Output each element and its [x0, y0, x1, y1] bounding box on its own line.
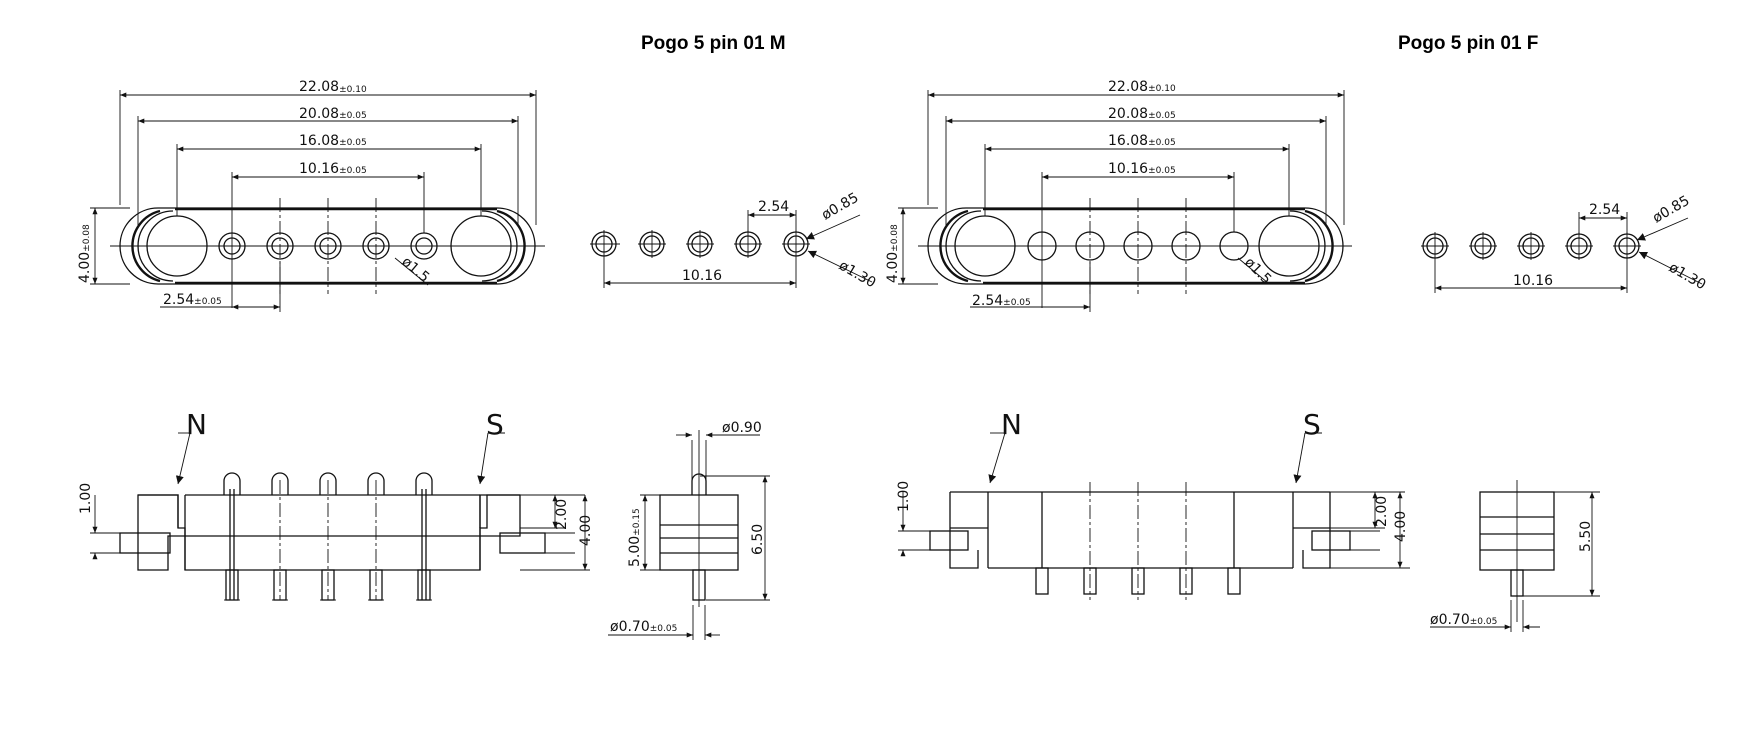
- svg-text:5.50: 5.50: [1578, 521, 1594, 552]
- svg-text:2.54: 2.54: [1589, 202, 1620, 218]
- m-top-dimensions: [90, 90, 537, 312]
- m-pin-row: [590, 230, 810, 258]
- svg-text:ø0.70±0.05: ø0.70±0.05: [1430, 612, 1497, 628]
- svg-text:5.00±0.15: 5.00±0.15: [627, 508, 643, 567]
- title-left: Pogo 5 pin 01 M: [641, 33, 786, 54]
- svg-text:S: S: [1303, 408, 1321, 441]
- f-end-labels: 5.50 ø0.70±0.05: [1430, 521, 1594, 628]
- f-pin-row-dimensions: [1434, 212, 1703, 293]
- m-end-view: [659, 430, 739, 607]
- m-pin-row-dimensions: [603, 210, 873, 288]
- svg-text:10.16±0.05: 10.16±0.05: [1108, 161, 1176, 177]
- f-top-labels: 22.08±0.10 20.08±0.05 16.08±0.05 10.16±0…: [885, 79, 1274, 309]
- svg-text:4.00±0.08: 4.00±0.08: [77, 224, 93, 283]
- title-right: Pogo 5 pin 01 F: [1398, 33, 1539, 54]
- svg-text:4.00: 4.00: [1393, 511, 1409, 542]
- svg-text:2.54±0.05: 2.54±0.05: [163, 292, 222, 308]
- m-top-view: [110, 198, 545, 294]
- f-side-labels: N S 1.00 2.00 4.00: [896, 408, 1409, 542]
- svg-text:2.00: 2.00: [554, 499, 570, 530]
- svg-text:4.00±0.08: 4.00±0.08: [885, 224, 901, 283]
- svg-text:1.00: 1.00: [896, 481, 912, 512]
- svg-text:ø0.85: ø0.85: [819, 190, 861, 224]
- m-end-dimensions: [608, 432, 770, 640]
- svg-text:10.16: 10.16: [682, 268, 722, 284]
- f-pin-row: [1421, 232, 1641, 260]
- svg-text:N: N: [1001, 408, 1022, 441]
- svg-text:10.16±0.05: 10.16±0.05: [299, 161, 367, 177]
- svg-text:1.00: 1.00: [78, 483, 94, 514]
- f-end-view: [1479, 480, 1555, 622]
- svg-text:ø0.70±0.05: ø0.70±0.05: [610, 619, 677, 635]
- svg-text:16.08±0.05: 16.08±0.05: [299, 133, 367, 149]
- f-side-view: [898, 482, 1380, 600]
- svg-text:6.50: 6.50: [750, 524, 766, 555]
- svg-text:4.00: 4.00: [578, 515, 594, 546]
- f-end-dimensions: [1430, 491, 1600, 632]
- svg-text:ø0.90: ø0.90: [722, 420, 762, 436]
- svg-text:ø1.30: ø1.30: [836, 258, 878, 292]
- svg-text:N: N: [186, 408, 207, 441]
- m-side-labels: N S 1.00 2.00 4.00: [78, 408, 594, 546]
- f-top-dimensions: [898, 90, 1345, 312]
- svg-text:2.54±0.05: 2.54±0.05: [972, 293, 1031, 309]
- m-side-view: [90, 472, 575, 601]
- f-top-view: [918, 198, 1352, 294]
- m-top-labels: 22.08±0.10 20.08±0.05 16.08±0.05 10.16±0…: [77, 79, 432, 308]
- svg-text:2.00: 2.00: [1374, 496, 1390, 527]
- m-end-labels: ø0.90 5.00±0.15 6.50 ø0.70±0.05: [610, 420, 766, 635]
- svg-text:10.16: 10.16: [1513, 273, 1553, 289]
- svg-text:16.08±0.05: 16.08±0.05: [1108, 133, 1176, 149]
- svg-text:22.08±0.10: 22.08±0.10: [299, 79, 367, 95]
- svg-text:ø0.85: ø0.85: [1650, 193, 1692, 227]
- svg-text:20.08±0.05: 20.08±0.05: [299, 106, 367, 122]
- m-side-dimensions: [92, 432, 590, 571]
- svg-text:2.54: 2.54: [758, 199, 789, 215]
- f-side-dimensions: [900, 432, 1410, 569]
- svg-text:S: S: [486, 408, 504, 441]
- svg-text:22.08±0.10: 22.08±0.10: [1108, 79, 1176, 95]
- svg-text:20.08±0.05: 20.08±0.05: [1108, 106, 1176, 122]
- svg-text:ø1.30: ø1.30: [1666, 260, 1708, 294]
